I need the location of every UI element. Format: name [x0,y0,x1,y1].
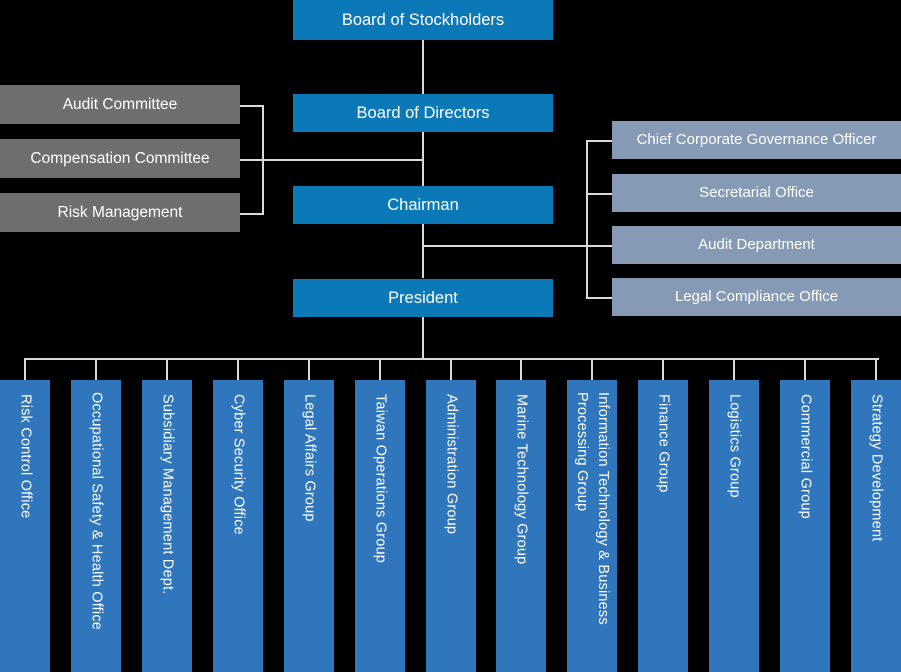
node-risk-control-office[interactable]: Risk Control Office [0,380,50,672]
node-label: Strategy Development [868,394,885,542]
connector-governance-stub-2 [586,193,613,195]
node-label: Taiwan Operations Group [372,394,389,564]
node-risk-management[interactable]: Risk Management [0,193,240,232]
node-label: Compensation Committee [30,149,210,167]
node-taiwan-operations-group[interactable]: Taiwan Operations Group [355,380,405,672]
connector-drop-cyber-security-office [237,358,239,380]
node-legal-compliance-office[interactable]: Legal Compliance Office [612,278,901,316]
node-label: President [388,288,458,307]
node-audit-committee[interactable]: Audit Committee [0,85,240,124]
connector-governance-stub-1 [586,140,613,142]
connector-committee-stub-2 [240,159,264,161]
node-label: Secretarial Office [699,184,814,202]
connector-governance-spine [586,140,588,298]
connector-drop-information-technology-and-business-processing-group [591,358,593,380]
connector-drop-commercial-group [804,358,806,380]
node-label: Occupational Safety & Health Office [88,392,105,631]
node-information-technology-and-business-processing-group[interactable]: Information Technology & Business Proces… [567,380,617,672]
node-secretarial-office[interactable]: Secretarial Office [612,174,901,212]
connector-bus-end-right [875,358,877,380]
connector-governance-to-trunk [422,245,588,247]
node-label: Legal Affairs Group [301,394,318,522]
node-commercial-group[interactable]: Commercial Group [780,380,830,672]
connector-chairman-president [422,224,424,278]
connector-governance-stub-4 [586,297,613,299]
node-occupational-safety-and-health-office[interactable]: Occupational Safety & Health Office [71,380,121,672]
node-marine-technology-group[interactable]: Marine Technology Group [496,380,546,672]
node-label: Risk Control Office [17,394,34,519]
node-chief-corporate-governance-officer[interactable]: Chief Corporate Governance Officer [612,121,901,159]
node-logistics-group[interactable]: Logistics Group [709,380,759,672]
node-administration-group[interactable]: Administration Group [426,380,476,672]
connector-drop-administration-group [450,358,452,380]
node-label: Audit Department [698,236,815,254]
node-label: Board of Directors [356,103,490,122]
connector-drop-subsidiary-management-dept [166,358,168,380]
node-strategy-development[interactable]: Strategy Development [851,380,901,672]
node-label: Legal Compliance Office [674,288,839,306]
connector-committee-to-trunk [262,159,424,161]
node-label: Commercial Group [797,394,814,519]
node-cyber-security-office[interactable]: Cyber Security Office [213,380,263,672]
node-label: Marine Technology Group [513,394,530,565]
node-chairman[interactable]: Chairman [293,186,553,224]
node-board-of-directors[interactable]: Board of Directors [293,94,553,132]
connector-governance-stub-3 [586,245,613,247]
connector-president-bus [422,317,424,358]
node-label: Information Technology & Business Proces… [574,392,612,625]
connector-drop-finance-group [662,358,664,380]
connector-drop-marine-technology-group [520,358,522,380]
connector-drop-occupational-safety-and-health-office [95,358,97,380]
node-legal-affairs-group[interactable]: Legal Affairs Group [284,380,334,672]
node-label: Chairman [387,195,459,214]
node-finance-group[interactable]: Finance Group [638,380,688,672]
node-label: Board of Stockholders [341,10,505,29]
node-compensation-committee[interactable]: Compensation Committee [0,139,240,178]
node-label: Finance Group [655,394,672,493]
connector-drop-logistics-group [733,358,735,380]
node-audit-department[interactable]: Audit Department [612,226,901,264]
node-label: Subsidiary Management Dept. [159,394,176,595]
node-label: Risk Management [57,203,183,221]
node-label: Administration Group [443,394,460,535]
node-label: Audit Committee [62,95,178,113]
node-label: Logistics Group [726,394,743,498]
connector-bus-end-left [24,358,26,380]
connector-committee-stub-3 [240,213,264,215]
connector-drop-legal-affairs-group [308,358,310,380]
connector-drop-taiwan-operations-group [379,358,381,380]
node-label: Chief Corporate Governance Officer [636,131,877,149]
node-subsidiary-management-dept[interactable]: Subsidiary Management Dept. [142,380,192,672]
node-president[interactable]: President [293,279,553,317]
node-board-of-stockholders[interactable]: Board of Stockholders [293,0,553,40]
connector-stockholders-directors [422,40,424,94]
connector-committee-stub-1 [240,105,264,107]
node-label: Cyber Security Office [230,394,247,535]
